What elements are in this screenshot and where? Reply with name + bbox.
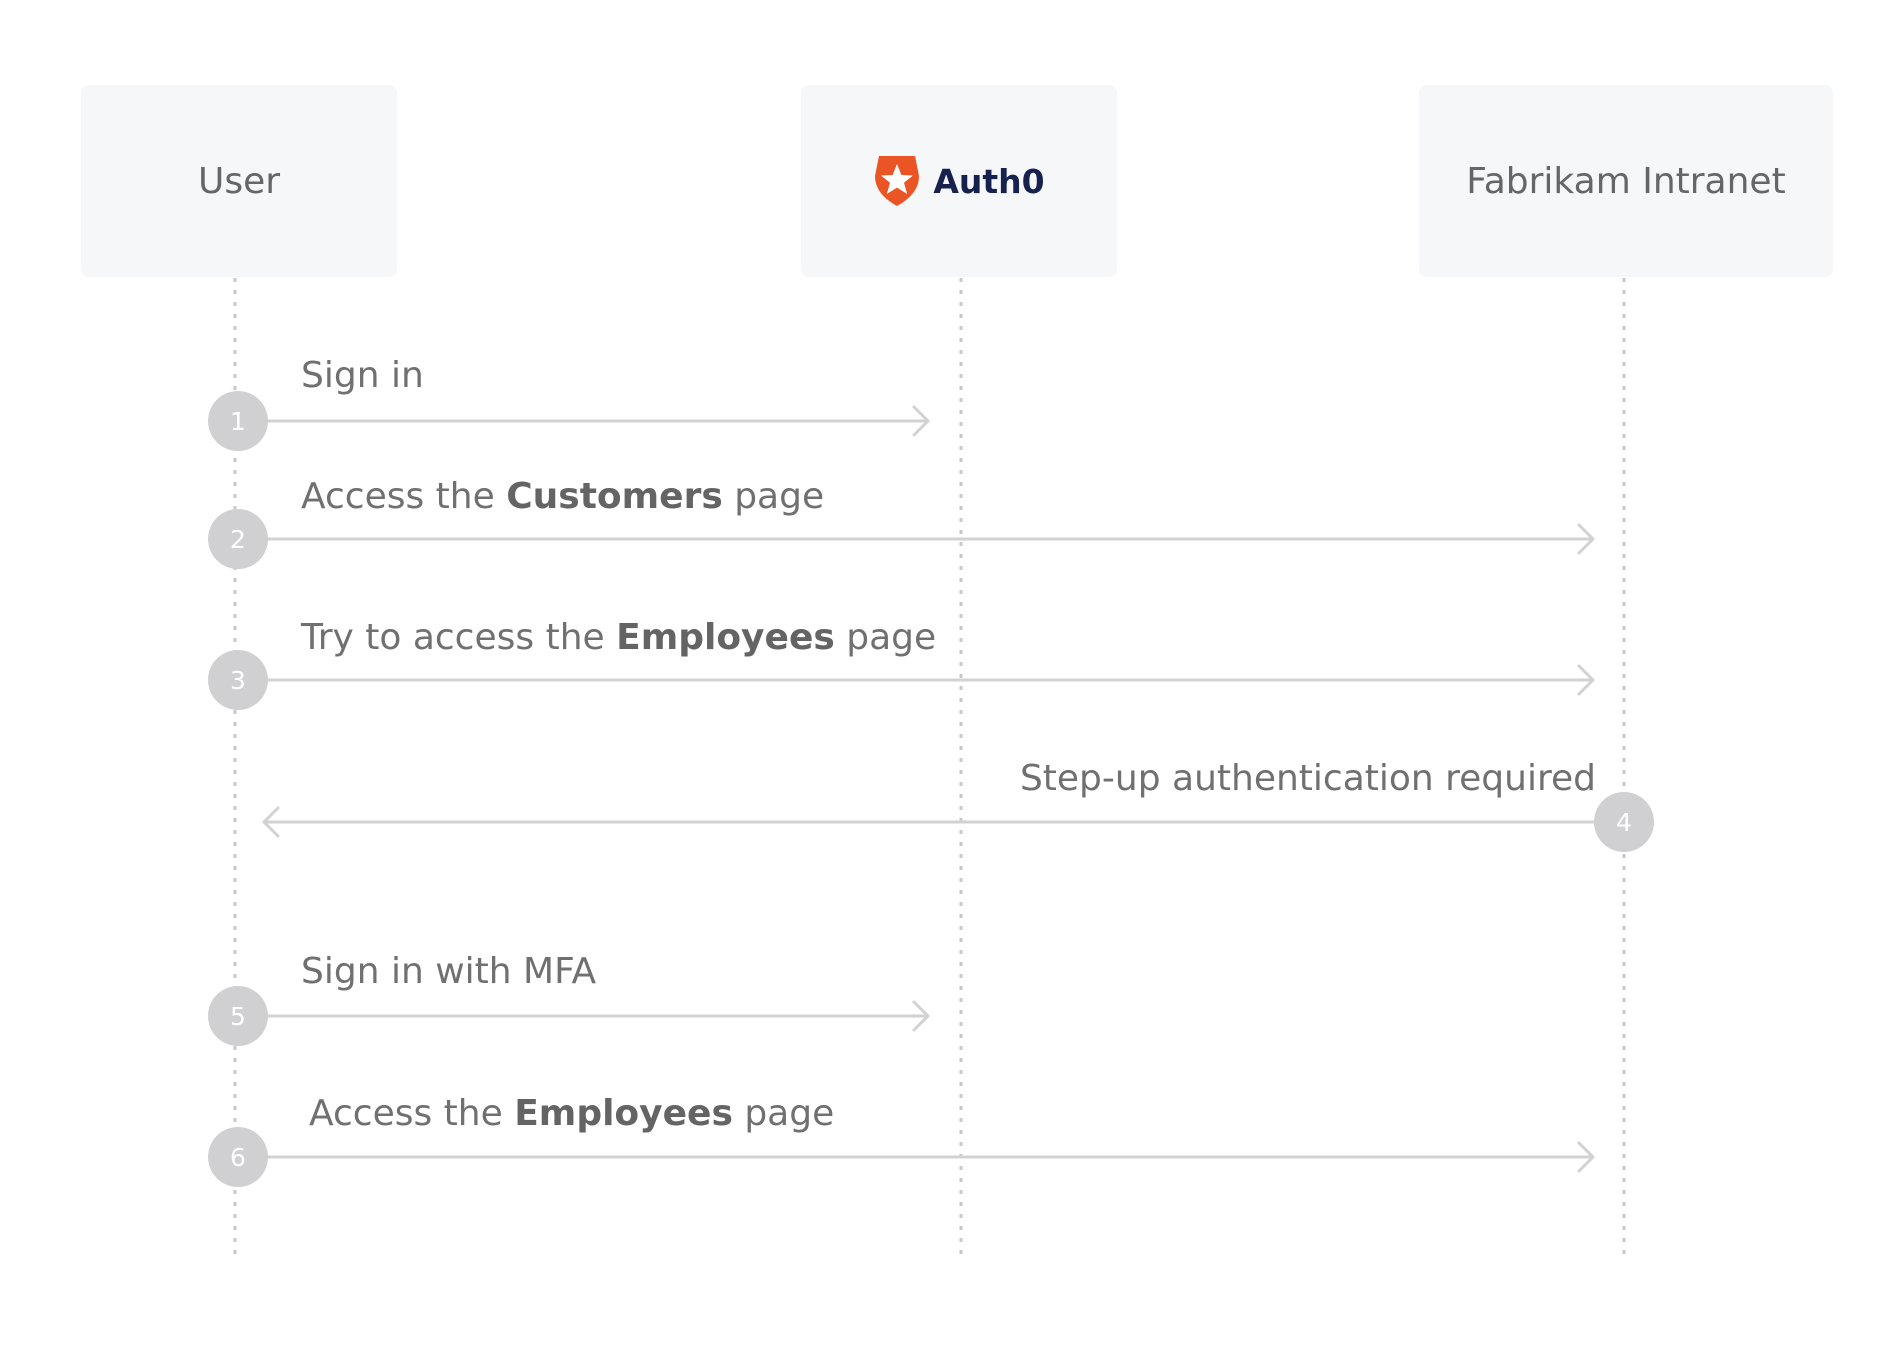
step-badge-2: 2 bbox=[208, 509, 268, 569]
message-arrow-5 bbox=[262, 1000, 930, 1032]
message-label-2: Access the Customers page bbox=[301, 476, 825, 517]
message-label-6: Access the Employees page bbox=[309, 1093, 835, 1134]
message-arrow-1 bbox=[262, 405, 930, 437]
step-badge-3: 3 bbox=[208, 650, 268, 710]
step-badge-4: 4 bbox=[1594, 792, 1654, 852]
actor-auth0-label: Auth0 bbox=[933, 161, 1045, 201]
message-label-1: Sign in bbox=[301, 355, 424, 396]
step-badge-6: 6 bbox=[208, 1127, 268, 1187]
actor-intranet: Fabrikam Intranet bbox=[1419, 85, 1833, 277]
message-arrow-3 bbox=[262, 664, 1595, 696]
step-badge-1: 1 bbox=[208, 391, 268, 451]
auth0-logo-icon bbox=[875, 156, 920, 206]
message-arrow-6 bbox=[262, 1141, 1595, 1173]
message-label-5: Sign in with MFA bbox=[301, 951, 597, 992]
step-badge-5: 5 bbox=[208, 986, 268, 1046]
actor-user: User bbox=[81, 85, 397, 277]
actor-intranet-label: Fabrikam Intranet bbox=[1466, 160, 1786, 202]
actor-user-label: User bbox=[197, 160, 281, 202]
message-arrow-2 bbox=[262, 523, 1595, 555]
message-label-3: Try to access the Employees page bbox=[301, 617, 937, 658]
message-label-4: Step-up authentication required bbox=[1019, 758, 1596, 799]
message-arrow-4 bbox=[262, 806, 1598, 838]
actor-auth0: Auth0 bbox=[801, 85, 1117, 277]
